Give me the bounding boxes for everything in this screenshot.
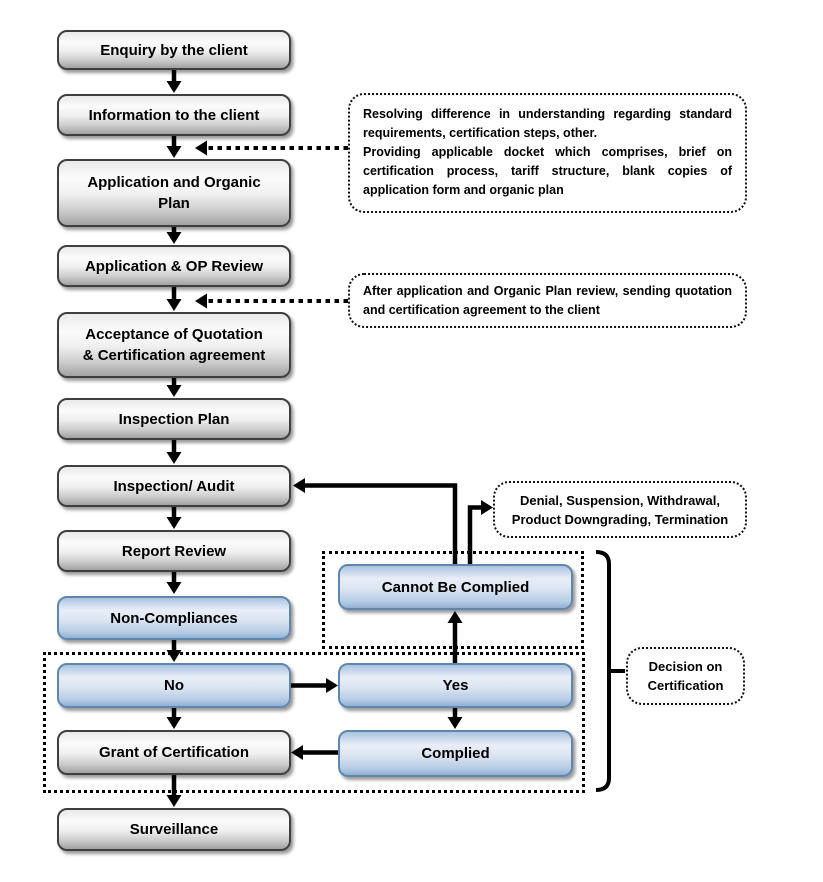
flow-node-no: No	[57, 663, 291, 708]
node-label: Information to the client	[88, 106, 260, 124]
note-text: Denial, Suspension, Withdrawal, Product …	[511, 492, 729, 527]
dotted-arrow-quotation-note	[195, 293, 348, 309]
arrow-inspection-plan-to-audit	[166, 440, 182, 464]
arrow-report-review-to-non-compliances	[166, 572, 182, 594]
arrow-review-to-acceptance	[166, 287, 182, 311]
flow-node-report-review: Report Review	[57, 530, 291, 572]
note-client-information: Resolving difference in understanding re…	[348, 93, 747, 213]
flow-node-surveillance: Surveillance	[57, 808, 291, 851]
note-quotation-agreement: After application and Organic Plan revie…	[348, 273, 747, 328]
dotted-arrow-client-info-note	[195, 140, 348, 156]
flow-node-inspection-plan: Inspection Plan	[57, 398, 291, 440]
node-label: Yes	[442, 677, 469, 694]
flow-node-complied: Complied	[338, 730, 573, 777]
note-decision-on-certification: Decision on Certification	[626, 647, 745, 705]
flow-node-enquiry: Enquiry by the client	[57, 30, 291, 70]
node-label: Surveillance	[129, 821, 219, 838]
flow-node-acceptance-quotation: Acceptance of Quotation & Certification …	[57, 312, 291, 378]
flow-node-application-op-review: Application & OP Review	[57, 245, 291, 287]
decision-brace	[595, 550, 625, 792]
node-label: Inspection/ Audit	[113, 477, 235, 495]
node-label: Grant of Certification	[98, 744, 249, 761]
group-decision-area	[43, 652, 585, 793]
node-label: Cannot Be Complied	[381, 578, 530, 596]
node-label: Enquiry by the client	[100, 41, 248, 59]
node-label: Non-Compliances	[110, 609, 238, 627]
note-sanctions: Denial, Suspension, Withdrawal, Product …	[493, 481, 747, 538]
node-label: Inspection Plan	[118, 410, 230, 428]
arrow-audit-to-report-review	[166, 507, 182, 529]
flow-node-non-compliances: Non-Compliances	[57, 596, 291, 640]
flow-node-cannot-be-complied: Cannot Be Complied	[338, 564, 573, 610]
flow-node-yes: Yes	[338, 663, 573, 708]
node-label: No	[164, 677, 184, 694]
node-label: Application and Organic Plan	[87, 174, 261, 212]
flow-node-information: Information to the client	[57, 94, 291, 136]
arrow-enquiry-to-information	[166, 70, 182, 93]
note-text: Decision on Certification	[647, 659, 724, 693]
node-label: Acceptance of Quotation & Certification …	[82, 326, 266, 364]
node-label: Complied	[421, 745, 490, 762]
flow-node-inspection-audit: Inspection/ Audit	[57, 465, 291, 507]
arrow-acceptance-to-inspection-plan	[166, 378, 182, 397]
arrow-application-to-review	[166, 227, 182, 244]
flow-node-application-organic-plan: Application and Organic Plan	[57, 159, 291, 227]
arrow-information-to-application	[166, 136, 182, 158]
flow-node-grant-of-certification: Grant of Certification	[57, 730, 291, 775]
node-label: Report Review	[121, 542, 227, 560]
node-label: Application & OP Review	[84, 257, 264, 275]
